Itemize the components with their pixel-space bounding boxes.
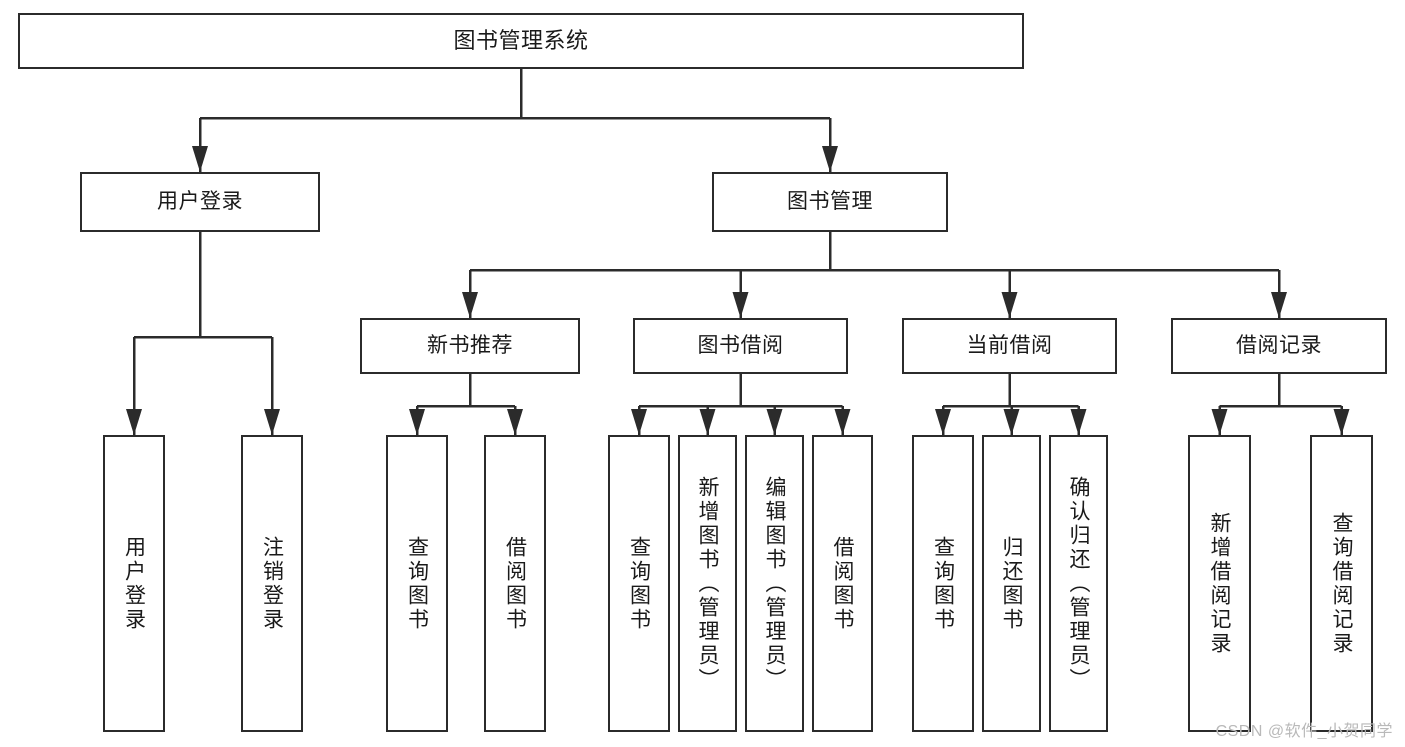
node-leaf-query-book-3[interactable]: 查询图书 xyxy=(912,435,974,732)
connector-arrowhead xyxy=(462,292,478,318)
node-leaf-borrow-book-2[interactable]: 借阅图书 xyxy=(812,435,873,732)
connector-arrowhead xyxy=(264,409,280,435)
node-label: 编辑图书（管理员） xyxy=(763,475,787,692)
node-label: 借阅图书 xyxy=(831,535,855,632)
connector-arrowhead xyxy=(507,409,523,435)
connector-arrowhead xyxy=(1333,409,1350,435)
connector-arrowhead xyxy=(822,146,838,172)
connector-arrowhead xyxy=(834,409,851,435)
connector-arrowhead xyxy=(699,409,716,435)
node-new-book-rec[interactable]: 新书推荐 xyxy=(360,318,580,374)
connector-arrowhead xyxy=(935,409,951,435)
connector-arrowhead xyxy=(126,409,142,435)
connector-arrowhead xyxy=(192,146,208,172)
node-leaf-user-logout[interactable]: 注销登录 xyxy=(241,435,303,732)
connector-arrowhead xyxy=(732,292,749,318)
connector-arrowhead xyxy=(1001,292,1018,318)
node-label: 查询图书 xyxy=(405,535,429,632)
connector-arrowhead xyxy=(631,409,647,435)
node-book-manage[interactable]: 图书管理 xyxy=(712,172,948,232)
node-label: 注销登录 xyxy=(260,535,284,632)
node-label: 图书管理系统 xyxy=(453,28,589,54)
node-leaf-query-record[interactable]: 查询借阅记录 xyxy=(1310,435,1373,732)
node-user-login[interactable]: 用户登录 xyxy=(80,172,320,232)
node-label: 用户登录 xyxy=(122,535,146,632)
connector-arrowhead xyxy=(766,409,783,435)
node-leaf-add-book[interactable]: 新增图书（管理员） xyxy=(678,435,737,732)
node-leaf-return-book[interactable]: 归还图书 xyxy=(982,435,1041,732)
node-leaf-confirm-return[interactable]: 确认归还（管理员） xyxy=(1049,435,1108,732)
node-label: 新增借阅记录 xyxy=(1208,511,1232,656)
node-label: 归还图书 xyxy=(1000,535,1024,632)
node-label: 借阅记录 xyxy=(1236,333,1322,357)
node-book-borrow[interactable]: 图书借阅 xyxy=(633,318,848,374)
connector-arrowhead xyxy=(1070,409,1087,435)
node-leaf-edit-book[interactable]: 编辑图书（管理员） xyxy=(745,435,804,732)
node-label: 确认归还（管理员） xyxy=(1067,475,1091,692)
node-current-borrow[interactable]: 当前借阅 xyxy=(902,318,1117,374)
node-label: 借阅图书 xyxy=(503,535,527,632)
node-leaf-add-record[interactable]: 新增借阅记录 xyxy=(1188,435,1251,732)
node-leaf-query-book-2[interactable]: 查询图书 xyxy=(608,435,670,732)
node-label: 查询图书 xyxy=(627,535,651,632)
node-label: 用户登录 xyxy=(157,189,243,213)
connector-arrowhead xyxy=(409,409,425,435)
node-root[interactable]: 图书管理系统 xyxy=(18,13,1024,69)
node-label: 新书推荐 xyxy=(427,333,513,357)
node-label: 新增图书（管理员） xyxy=(696,475,720,692)
node-leaf-query-book-1[interactable]: 查询图书 xyxy=(386,435,448,732)
node-label: 图书管理 xyxy=(787,189,873,213)
connector-arrowhead xyxy=(1003,409,1020,435)
node-label: 查询图书 xyxy=(931,535,955,632)
node-label: 当前借阅 xyxy=(966,333,1053,357)
csdn-watermark: CSDN @软件_小贺同学 xyxy=(1215,723,1393,740)
node-borrow-record[interactable]: 借阅记录 xyxy=(1171,318,1387,374)
node-label: 查询借阅记录 xyxy=(1330,511,1354,656)
connector-arrowhead xyxy=(1211,409,1228,435)
connector-arrowhead xyxy=(1271,292,1287,318)
node-leaf-user-login[interactable]: 用户登录 xyxy=(103,435,165,732)
node-label: 图书借阅 xyxy=(697,333,784,357)
node-leaf-borrow-book-1[interactable]: 借阅图书 xyxy=(484,435,546,732)
